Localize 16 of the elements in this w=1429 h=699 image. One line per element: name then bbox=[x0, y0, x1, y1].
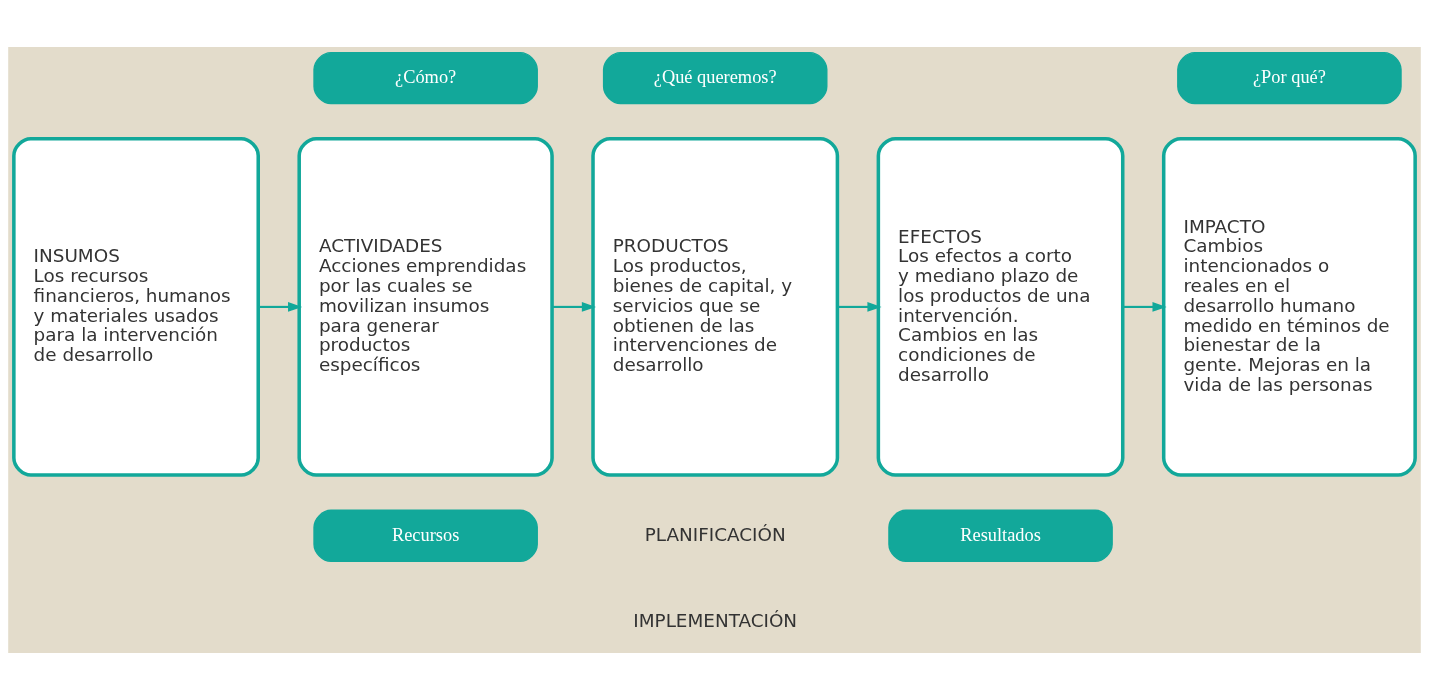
node-box: INSUMOS Los recursos financieros, humanos y materiales usados para la intervención de desarrollo bbox=[12, 136, 260, 477]
node-box: ¿Por qué? bbox=[1177, 51, 1402, 104]
arrow bbox=[552, 301, 596, 312]
arrow bbox=[1122, 301, 1167, 312]
node-box: IMPACTO Cambios intencionados o reales en el desarrollo humano medido en téminos de bienestar de la gente. Mejoras en la vida de las personas bbox=[1161, 136, 1417, 477]
arrow bbox=[837, 301, 882, 312]
node-box: Resultados bbox=[888, 509, 1113, 562]
node-box: EFECTOS Los efectos a corto y mediano plazo de los productos de una intervención. Cambios en las condiciones de desarrollo bbox=[876, 136, 1125, 477]
node-box: ¿Cómo? bbox=[313, 51, 538, 104]
arrow bbox=[258, 301, 303, 312]
node-box: PRODUCTOS Los productos, bienes de capital, y servicios que se obtienen de las intervenciones de desarrollo bbox=[591, 136, 840, 477]
label: PLANIFICACIÓN bbox=[644, 523, 786, 545]
node-box: ACTIVIDADES Acciones emprendidas por las cuales se movilizan insumos para generar productos específicos bbox=[297, 136, 554, 477]
label: IMPLEMENTACIÓN bbox=[633, 609, 798, 631]
node-box: Recursos bbox=[313, 509, 538, 562]
node-box: ¿Qué queremos? bbox=[602, 51, 828, 104]
